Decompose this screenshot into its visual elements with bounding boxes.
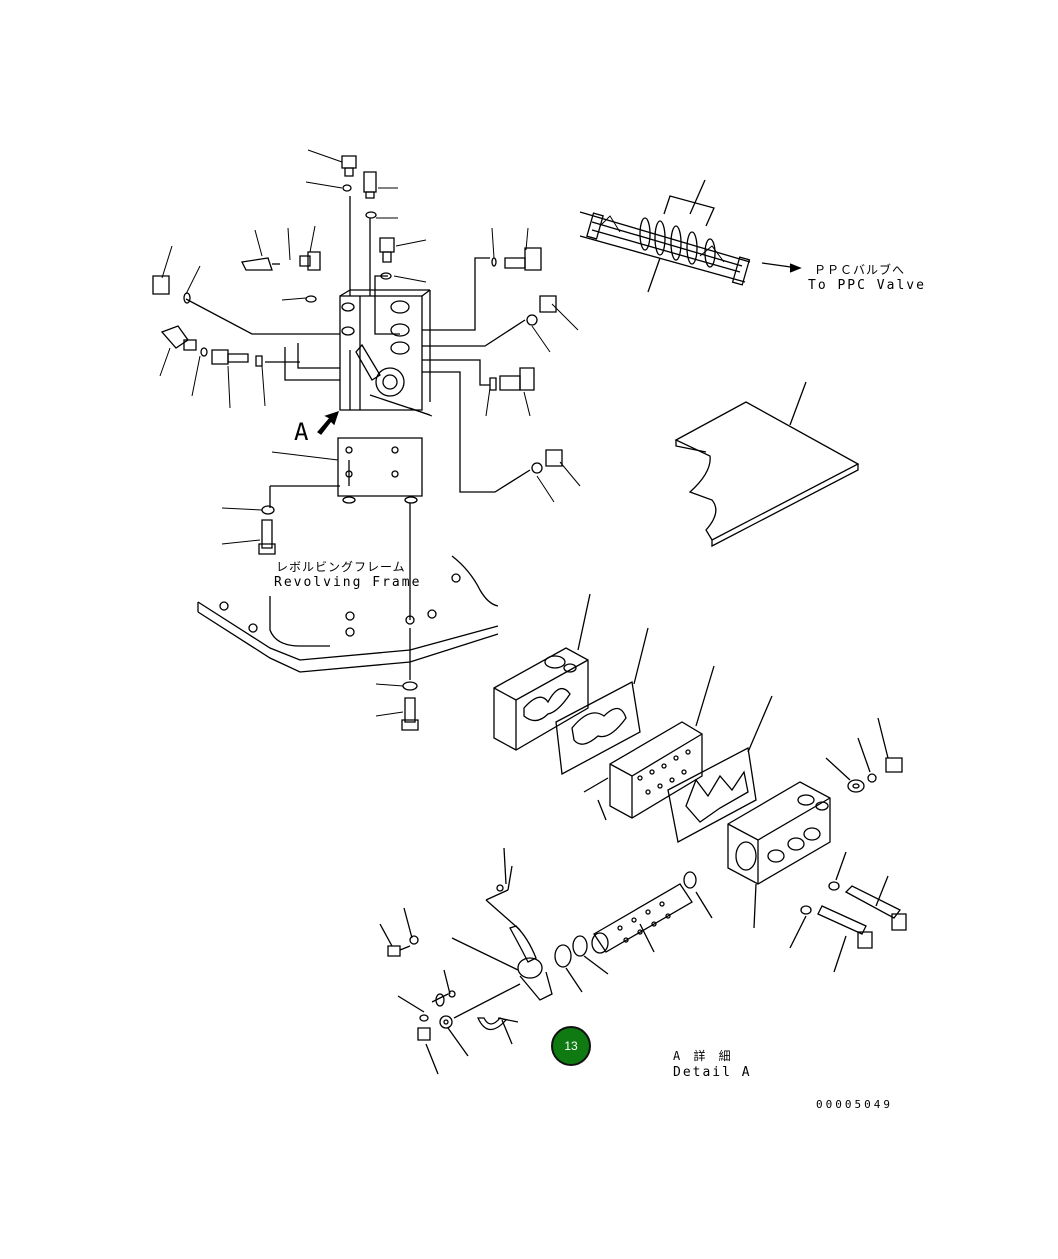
cover-sheet: [676, 382, 858, 546]
ppc-valve-label-en: To PPC Valve: [808, 278, 926, 293]
drawing-number: 00005049: [816, 1098, 893, 1111]
detail-a-label-en: Detail A: [673, 1065, 752, 1080]
callout-leaders: [160, 150, 580, 716]
revolving-frame: [198, 556, 498, 672]
ppc-valve-label-jp: ＰＰＣバルブへ: [814, 263, 906, 277]
detail-a-label-jp: A 詳 細: [673, 1049, 734, 1063]
revolving-frame-label-jp: レボルビングフレーム: [276, 560, 406, 574]
revolving-frame-label-en: Revolving Frame: [274, 575, 422, 590]
view-a-letter: A: [294, 418, 309, 446]
page-number-badge[interactable]: 13: [551, 1026, 591, 1066]
ppc-hose-detail: [580, 180, 800, 292]
badge-number: 13: [564, 1039, 578, 1053]
fitting-parts: [153, 156, 562, 730]
valve-block-assembly: [153, 150, 580, 730]
valve-section-exploded: [380, 594, 906, 1074]
